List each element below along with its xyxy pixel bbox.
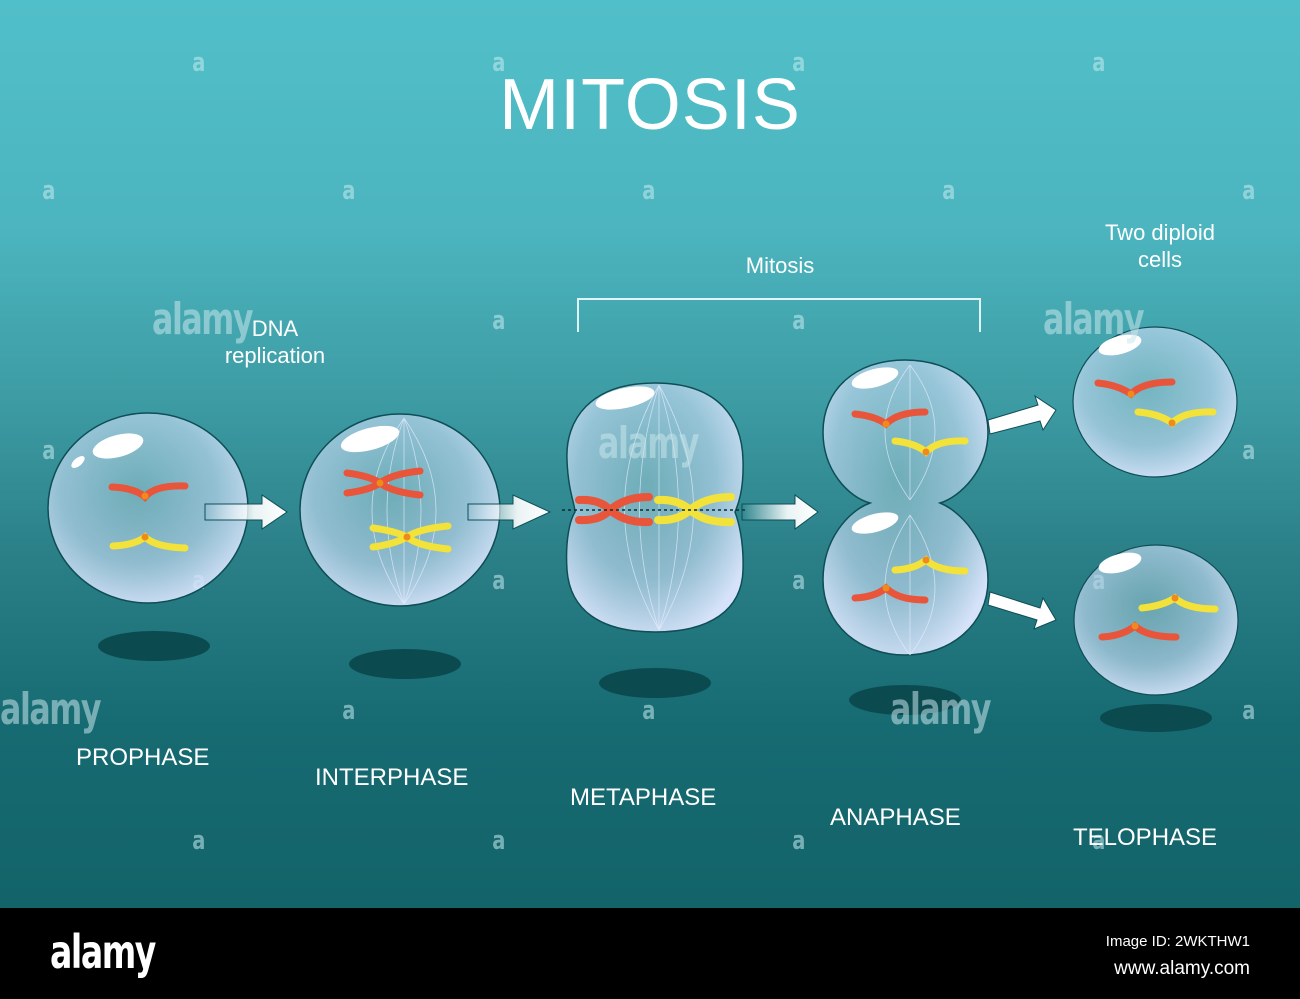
two-diploid-line1: Two diploid bbox=[1104, 220, 1216, 245]
watermark-word: alamy bbox=[152, 294, 254, 345]
dna-replication-line1: DNA bbox=[251, 316, 299, 341]
stage-label-metaphase: METAPHASE bbox=[570, 784, 717, 811]
watermark-letter: a bbox=[792, 48, 806, 78]
watermark-footer bbox=[0, 908, 1300, 999]
watermark-letter: a bbox=[1092, 826, 1106, 856]
watermark-letter: a bbox=[492, 826, 506, 856]
two-diploid-cells-label: Two diploid cells bbox=[1060, 219, 1260, 273]
watermark-word: alamy bbox=[598, 418, 700, 469]
watermark-word: alamy bbox=[890, 684, 992, 735]
stage-label-interphase: INTERPHASE bbox=[315, 764, 469, 791]
mitosis-illustration bbox=[47, 326, 1239, 732]
arrow-icon bbox=[204, 494, 288, 530]
watermark-letter: a bbox=[792, 826, 806, 856]
diagram-title: MITOSIS bbox=[499, 65, 801, 145]
watermark-letter: a bbox=[42, 436, 56, 466]
watermark-letter: a bbox=[492, 48, 506, 78]
watermark-letter: a bbox=[942, 176, 956, 206]
prophase-cell bbox=[47, 412, 249, 604]
arrow-icon bbox=[467, 494, 552, 530]
watermark-word: alamy bbox=[1043, 294, 1145, 345]
watermark-letter: a bbox=[1092, 48, 1106, 78]
watermark-letter: a bbox=[492, 566, 506, 596]
watermark-word: alamy bbox=[0, 684, 102, 735]
arrow-icon bbox=[741, 494, 819, 530]
mitosis-bracket bbox=[577, 298, 981, 332]
metaphase-cell bbox=[562, 382, 748, 633]
stage-label-prophase: PROPHASE bbox=[76, 744, 210, 771]
footer-url[interactable]: www.alamy.com bbox=[1114, 958, 1250, 979]
dna-replication-line2: replication bbox=[224, 343, 326, 368]
dna-replication-label: DNA replication bbox=[200, 315, 350, 369]
watermark-letter: a bbox=[792, 566, 806, 596]
watermark-letter: a bbox=[342, 176, 356, 206]
watermark-letter: a bbox=[192, 48, 206, 78]
telophase-cell-top bbox=[1072, 326, 1238, 478]
anaphase-cell bbox=[822, 359, 989, 656]
cell-shadows bbox=[98, 631, 1212, 732]
footer-image-id: Image ID: 2WKTHW1 bbox=[1105, 933, 1250, 950]
telophase-cell-bottom bbox=[1073, 544, 1239, 696]
watermark-letter: a bbox=[342, 696, 356, 726]
diagram-canvas: a a a a a a a a a a a a a a a a a a a a … bbox=[0, 0, 1300, 908]
arrow-icon bbox=[987, 591, 1057, 630]
watermark-letter: a bbox=[1242, 436, 1256, 466]
interphase-cell bbox=[299, 413, 501, 607]
arrow-icon bbox=[987, 394, 1057, 435]
stage-label-anaphase: ANAPHASE bbox=[830, 804, 961, 831]
watermark-letter: a bbox=[492, 306, 506, 336]
watermark-letter: a bbox=[642, 696, 656, 726]
progression-arrows bbox=[204, 394, 1057, 630]
watermark-letter: a bbox=[642, 176, 656, 206]
watermark-letter: a bbox=[192, 826, 206, 856]
mitosis-bracket-label: Mitosis bbox=[745, 253, 815, 278]
watermark-letter: a bbox=[1242, 696, 1256, 726]
footer-logo: alamy bbox=[50, 925, 156, 979]
two-diploid-line2: cells bbox=[1137, 247, 1182, 272]
stage-label-telophase: TELOPHASE bbox=[1073, 824, 1218, 851]
watermark-letter: a bbox=[42, 176, 56, 206]
watermark-letter: a bbox=[792, 306, 806, 336]
watermark-letter: a bbox=[1242, 176, 1256, 206]
